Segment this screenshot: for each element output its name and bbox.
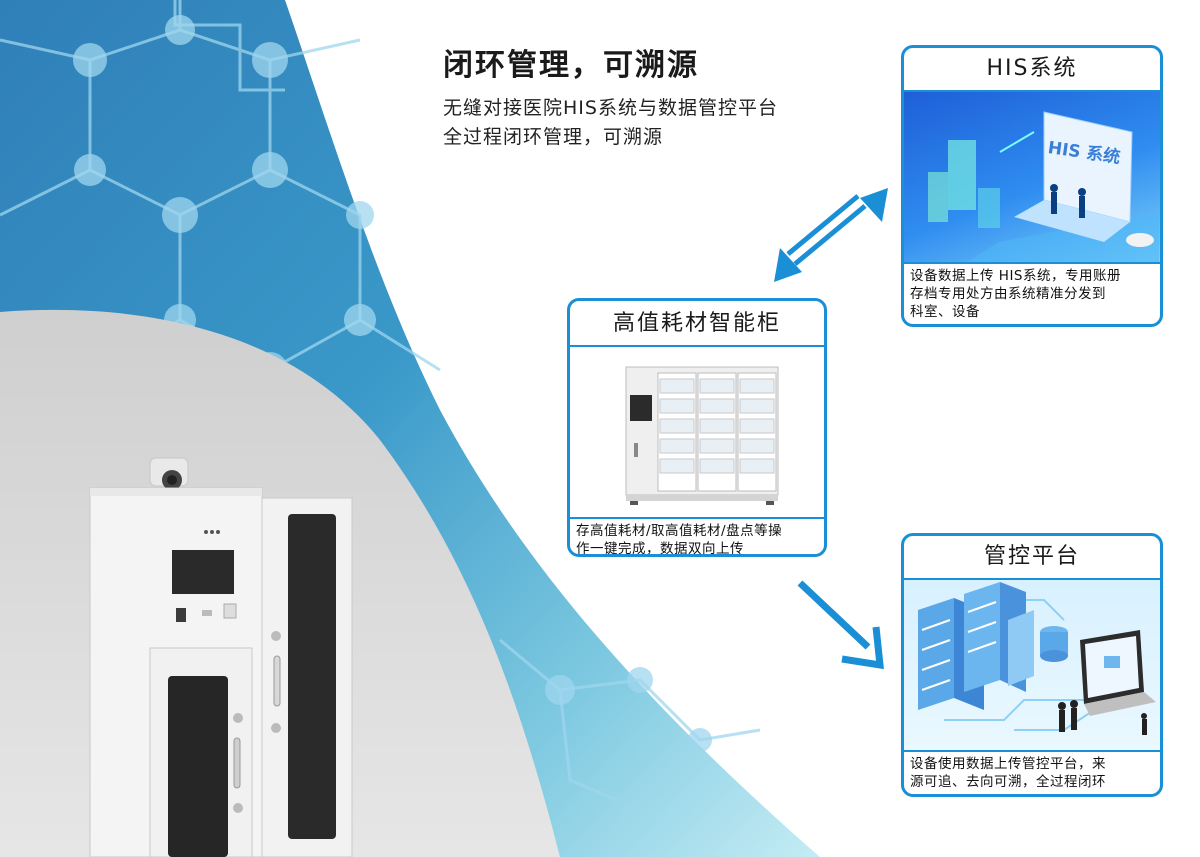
platform-desc-line-2: 源可追、去向可溯，全过程闭环 [910, 774, 1106, 790]
subtitle-line-2: 全过程闭环管理，可溯源 [443, 126, 664, 148]
his-card-title: HIS系统 [904, 48, 1160, 92]
cabinet-desc-line-1: 存高值耗材/取高值耗材/盘点等操 [576, 523, 783, 539]
down-right-arrow-icon [797, 580, 884, 670]
cabinet-product-image [89, 457, 353, 857]
his-desc-line-2: 存档专用处方由系统精准分发到 [910, 286, 1106, 302]
his-card-image [904, 92, 1160, 264]
platform-card-image [904, 580, 1160, 752]
cabinet-card-image [570, 347, 824, 519]
his-system-card: HIS系统 设备数据上传 HIS系统，专用账册 存档专用处方由系统精准分发到 科… [901, 45, 1163, 327]
subtitle-line-1: 无缝对接医院HIS系统与数据管控平台 [443, 97, 778, 119]
his-desc-line-3: 科室、设备 [910, 304, 980, 320]
his-card-description: 设备数据上传 HIS系统，专用账册 存档专用处方由系统精准分发到 科室、设备 [904, 264, 1160, 324]
platform-card-title: 管控平台 [904, 536, 1160, 580]
page-headline: 闭环管理，可溯源 [443, 48, 699, 83]
control-platform-card: 管控平台 [901, 533, 1163, 797]
smart-cabinet-card: 高值耗材智能柜 存高值耗材/取高值耗材/盘点等操 作一键完成，数据双向上传 [567, 298, 827, 557]
his-desc-line-1: 设备数据上传 HIS系统，专用账册 [910, 268, 1121, 284]
platform-desc-line-1: 设备使用数据上传管控平台，来 [910, 756, 1106, 772]
double-arrow-icon [774, 188, 888, 282]
cabinet-desc-line-2: 作一键完成，数据双向上传 [576, 541, 744, 557]
platform-card-description: 设备使用数据上传管控平台，来 源可追、去向可溯，全过程闭环 [904, 752, 1160, 794]
cabinet-card-title: 高值耗材智能柜 [570, 301, 824, 347]
cabinet-card-description: 存高值耗材/取高值耗材/盘点等操 作一键完成，数据双向上传 [570, 519, 824, 557]
